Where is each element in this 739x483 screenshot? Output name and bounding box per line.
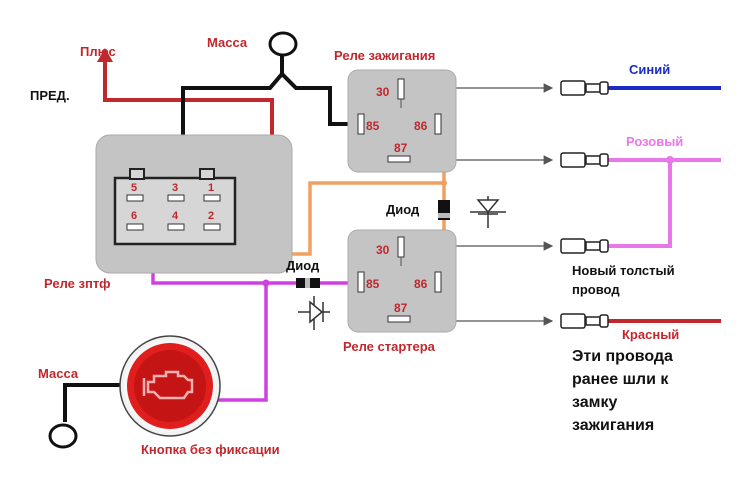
pink-wire-label: Розовый <box>626 134 684 149</box>
diode-left-label: Диод <box>286 258 320 273</box>
mass-bottom-label: Масса <box>38 366 79 381</box>
ground-ring-top-icon <box>268 31 298 57</box>
eptf-pin-1: 1 <box>208 182 214 194</box>
eptf-relay-label: Реле зптф <box>44 276 111 291</box>
button-non-latching <box>119 335 221 437</box>
note-label: Эти провода ранее шли к замку зажигания <box>572 348 673 434</box>
eptf-pin-3: 3 <box>172 182 178 194</box>
ignition-pin-85: 85 <box>366 119 380 133</box>
pred-label: ПРЕД. <box>30 88 70 103</box>
eptf-pin-6: 6 <box>131 210 137 222</box>
button-label: Кнопка без фиксации <box>141 442 280 457</box>
diode-mid-label: Диод <box>386 202 420 217</box>
eptf-pin-5: 5 <box>131 182 137 194</box>
relay-eptf: 1 2 3 4 5 6 <box>95 134 293 274</box>
red-wire-label: Красный <box>622 327 680 342</box>
connector-pink <box>560 152 609 168</box>
diode-mid-icon <box>438 196 506 228</box>
blue-wire-label: Синий <box>629 62 671 77</box>
eptf-pin-4: 4 <box>172 210 179 222</box>
starter-pin-87: 87 <box>394 301 408 315</box>
ground-ring-bottom-icon <box>48 423 78 449</box>
new-wire-label: Новый толстый провод <box>572 263 675 297</box>
black-ground-wire-top <box>181 71 358 190</box>
plus-label: Плюс <box>80 44 116 59</box>
connector-red <box>560 313 609 329</box>
starter-relay-label: Реле стартера <box>343 339 435 354</box>
engine-icon <box>142 370 194 400</box>
starter-pin-30: 30 <box>376 243 390 257</box>
ignition-pin-87: 87 <box>394 141 408 155</box>
ignition-pin-86: 86 <box>414 119 428 133</box>
ignition-pin-30: 30 <box>376 85 390 99</box>
pink-wire <box>608 158 721 248</box>
starter-pin-86: 86 <box>414 277 428 291</box>
diode-left-icon <box>296 278 330 330</box>
plus-arrow-icon <box>97 48 113 62</box>
ignition-relay-label: Реле зажигания <box>334 48 436 63</box>
connector-new-wire <box>560 238 609 254</box>
relay-starter: 30 85 86 87 <box>347 229 457 333</box>
connector-blue <box>560 80 609 96</box>
relay-ignition: 30 85 86 87 <box>347 69 457 173</box>
mass-top-label: Масса <box>207 35 248 50</box>
starter-pin-85: 85 <box>366 277 380 291</box>
eptf-pin-2: 2 <box>208 210 214 222</box>
black-ground-wire-bottom <box>63 383 124 422</box>
